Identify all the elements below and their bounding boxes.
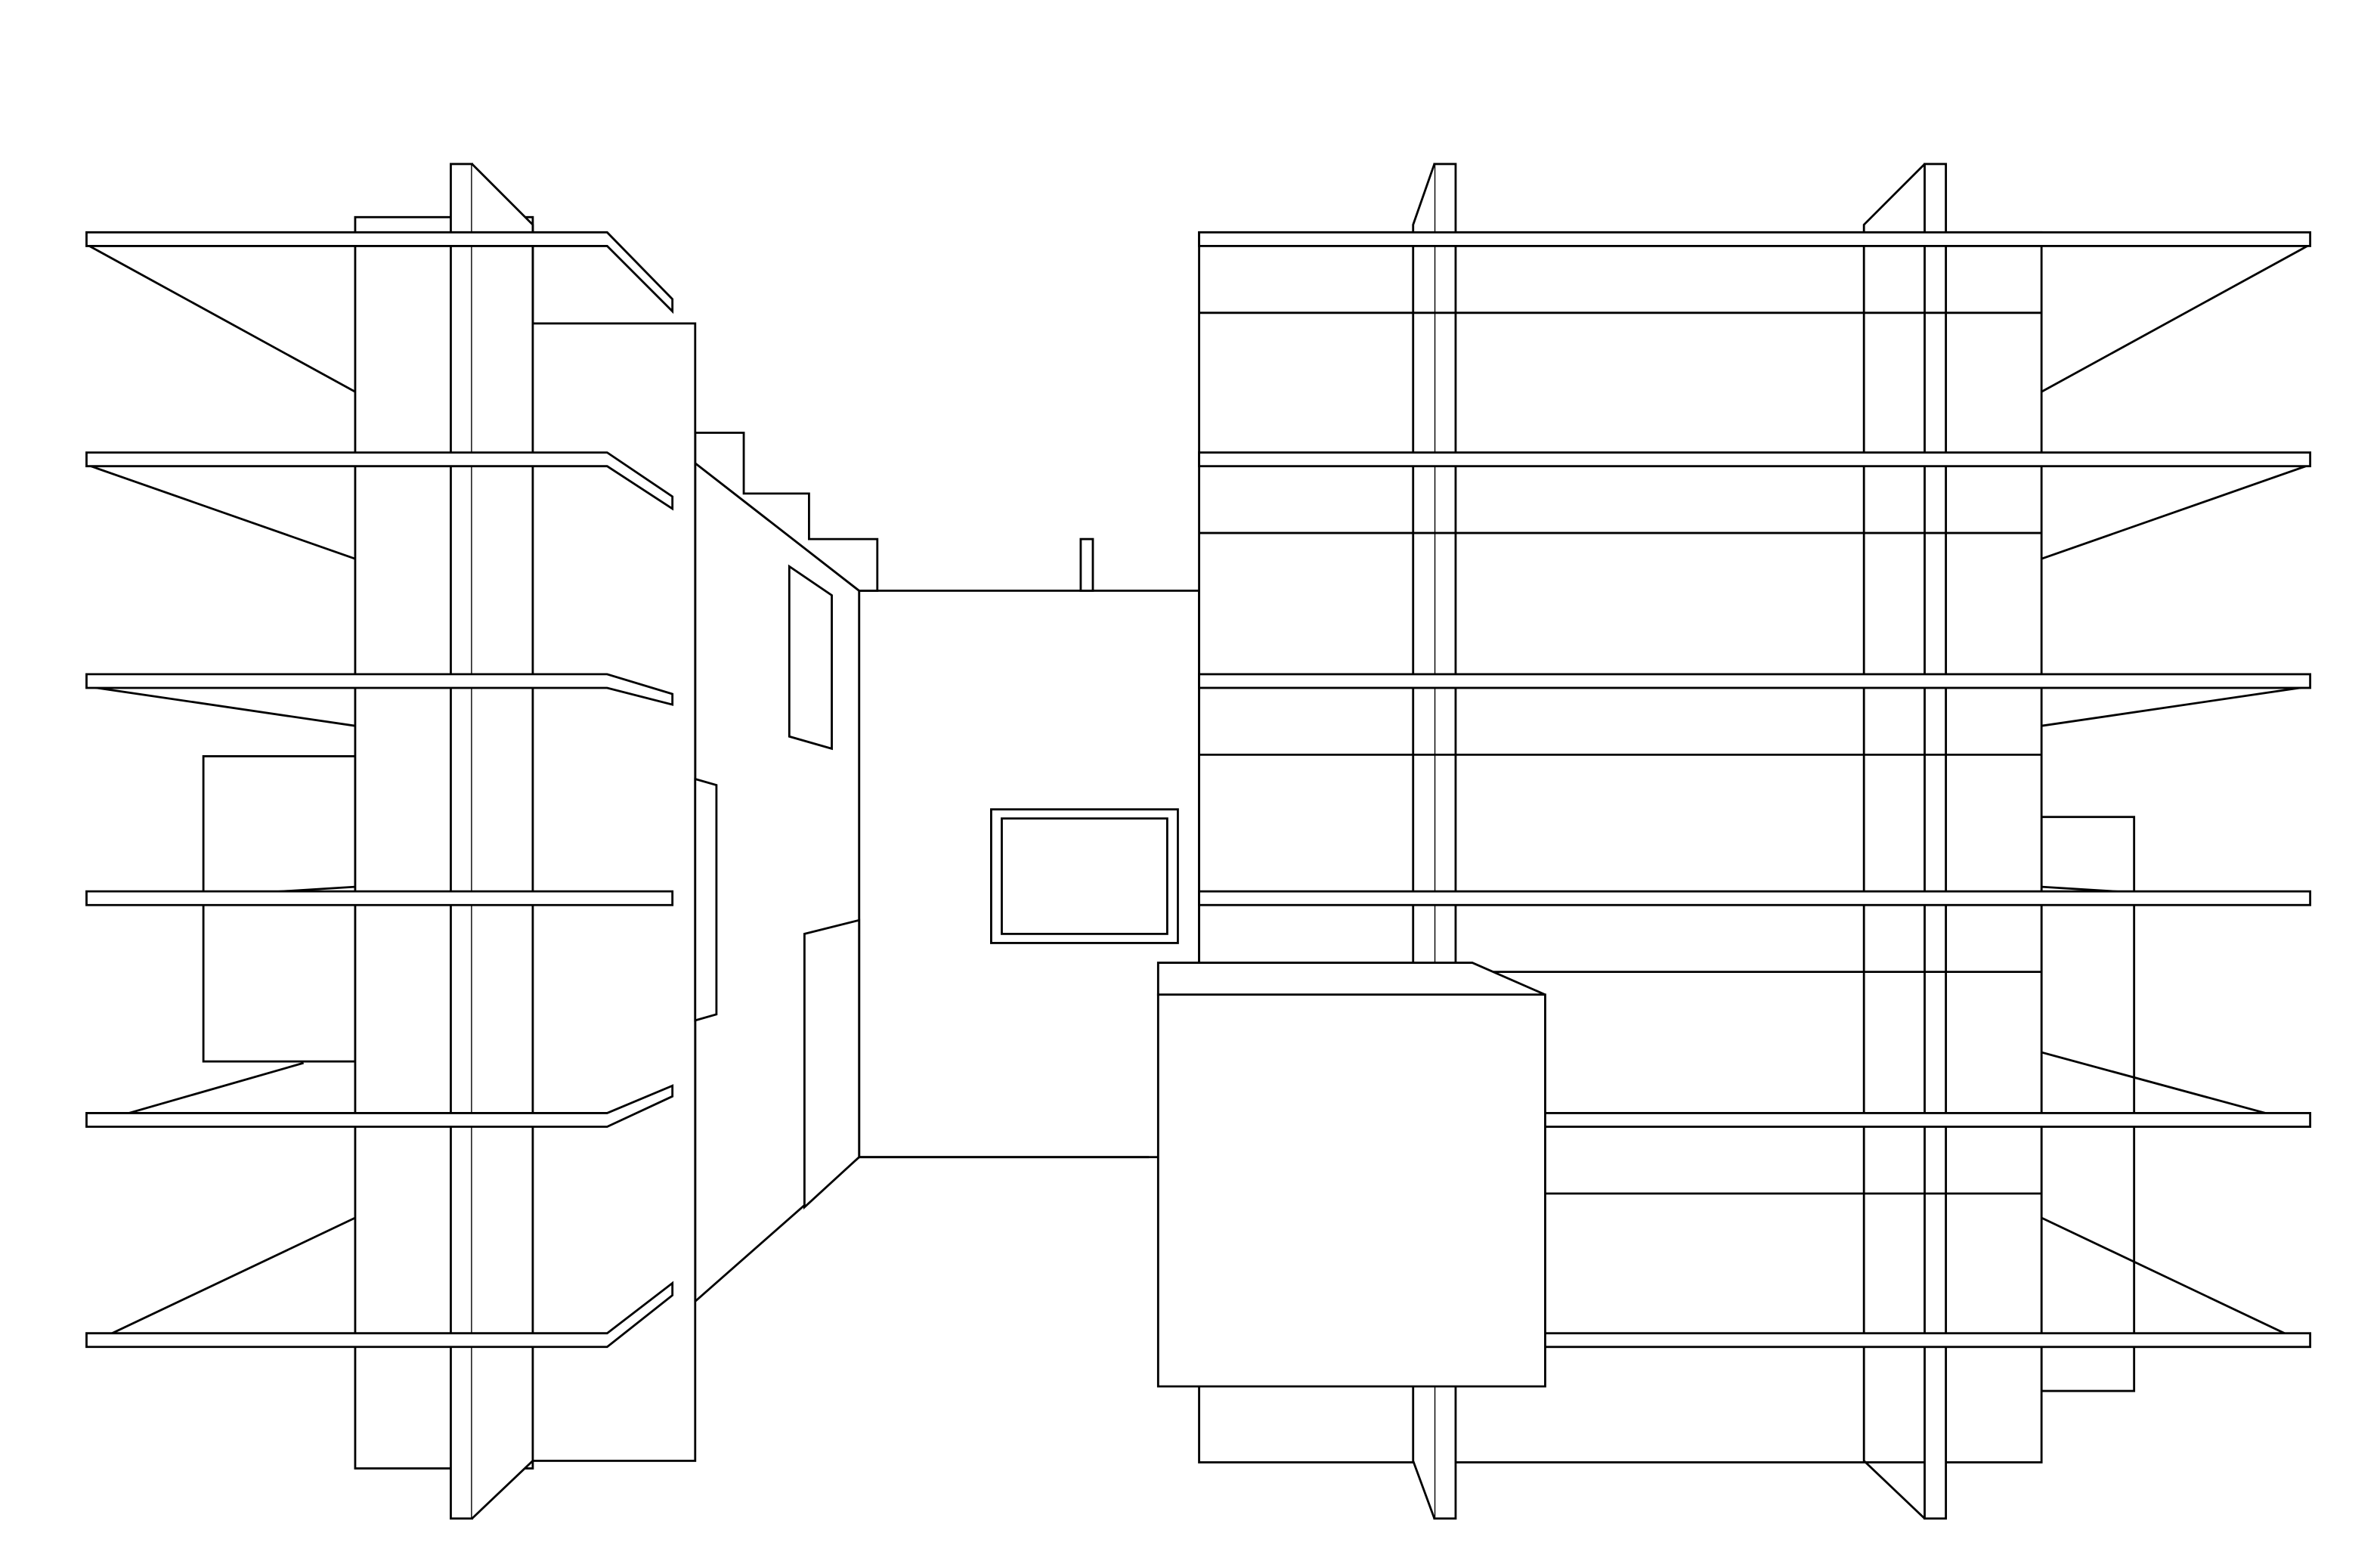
- back-wall-window-inner: [1001, 817, 1168, 935]
- left-shelf: [85, 231, 674, 314]
- right-shelf-underside: [2041, 685, 2310, 727]
- left-shelf-underside: [86, 463, 356, 560]
- left-shelf: [85, 1084, 674, 1128]
- right-shelf: [1198, 673, 2312, 689]
- left-shelf-underside: [85, 1216, 356, 1347]
- front-layer: [1156, 962, 1546, 1388]
- left-vertical-divider: [450, 163, 473, 1520]
- left-shelf: [85, 890, 674, 906]
- left-shelf-underside: [86, 685, 356, 727]
- left-back-box: [202, 754, 357, 1063]
- front-cube: [1156, 993, 1546, 1388]
- right-back-box: [2040, 816, 2136, 1392]
- left-wall-doorway: [803, 918, 861, 1210]
- left-wall-stepped-parapet: [694, 432, 879, 592]
- right-shelf-underside: [2041, 243, 2311, 393]
- left-divider-side: [471, 163, 534, 1519]
- right-shelf: [1198, 890, 2312, 906]
- left-shelf: [85, 673, 674, 706]
- right-shelf-underside: [2041, 1216, 2311, 1347]
- left-wall-window: [788, 564, 833, 751]
- left-shelf-underside: [85, 243, 356, 393]
- right-shelf: [1198, 451, 2312, 468]
- left-shelf: [85, 1281, 674, 1349]
- right-divider-bevel-right: [1862, 163, 1926, 1519]
- right-vertical-divider: [1923, 163, 1948, 1520]
- left-shelf: [85, 451, 674, 511]
- right-shelf: [1198, 231, 2312, 247]
- left-panel-strip: [694, 777, 718, 1022]
- back-layer: [202, 432, 2136, 1392]
- roof-vent: [1079, 537, 1094, 592]
- right-shelf-underside: [2041, 463, 2311, 560]
